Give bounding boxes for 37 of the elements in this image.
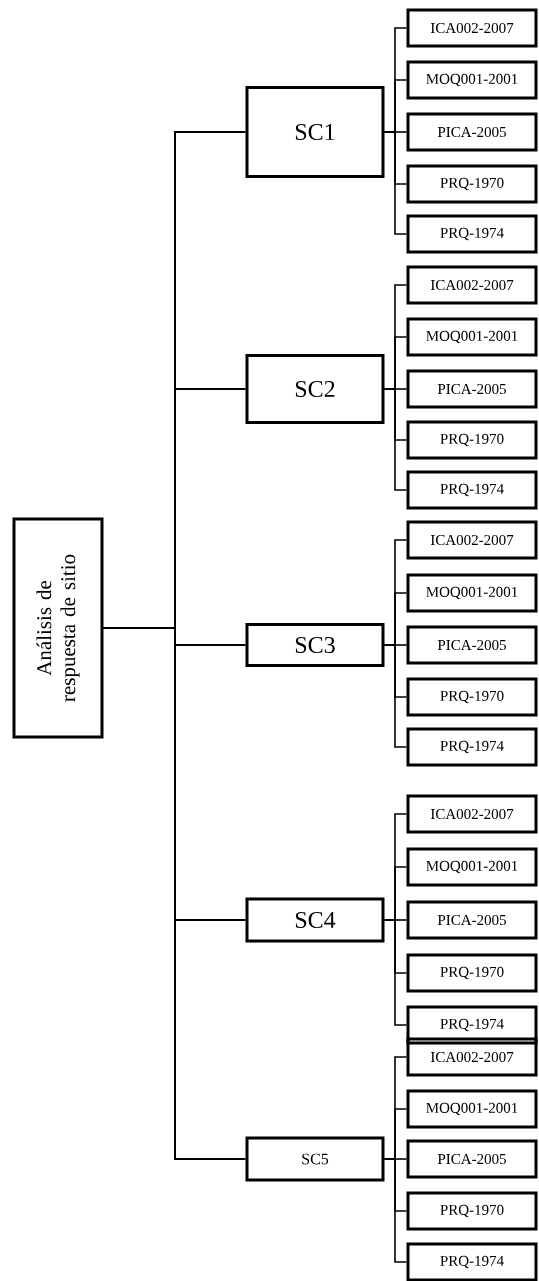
standard-box: PRQ-1974 <box>406 214 538 254</box>
connector-line <box>102 627 247 1160</box>
standard-box: PICA-2005 <box>406 369 538 409</box>
standard-box: PICA-2005 <box>406 625 538 665</box>
standard-box: PRQ-1974 <box>406 1005 538 1045</box>
standard-box: MOQ001-2001 <box>406 60 538 100</box>
standard-box: PRQ-1970 <box>406 1191 538 1231</box>
category-box: SC1 <box>245 86 385 178</box>
category-box: SC2 <box>245 354 385 424</box>
connector-line <box>383 644 408 748</box>
category-box: SC4 <box>245 897 385 943</box>
connector-line <box>383 388 408 491</box>
standard-box: PRQ-1970 <box>406 164 538 204</box>
connector-line <box>383 1158 408 1263</box>
standard-box: PICA-2005 <box>406 900 538 940</box>
standard-box: ICA002-2007 <box>406 265 538 305</box>
standard-box: MOQ001-2001 <box>406 1089 538 1129</box>
standard-box: PRQ-1970 <box>406 677 538 717</box>
standard-box: PRQ-1974 <box>406 1242 538 1281</box>
category-box: SC5 <box>245 1136 385 1182</box>
standard-box: ICA002-2007 <box>406 520 538 560</box>
category-box: SC3 <box>245 623 385 667</box>
standard-box: PICA-2005 <box>406 1139 538 1179</box>
standard-box: MOQ001-2001 <box>406 847 538 887</box>
standard-box: MOQ001-2001 <box>406 317 538 357</box>
connector-line <box>383 919 408 1026</box>
standard-box: ICA002-2007 <box>406 8 538 48</box>
standard-box: PICA-2005 <box>406 112 538 152</box>
root-box: Análisis de respuesta de sitio <box>12 517 104 739</box>
standard-box: ICA002-2007 <box>406 794 538 834</box>
standard-box: PRQ-1974 <box>406 727 538 767</box>
standard-box: PRQ-1974 <box>406 470 538 510</box>
standard-box: ICA002-2007 <box>406 1037 538 1077</box>
standard-box: PRQ-1970 <box>406 420 538 460</box>
connector-line <box>383 131 408 235</box>
standard-box: PRQ-1970 <box>406 953 538 993</box>
standard-box: MOQ001-2001 <box>406 573 538 613</box>
